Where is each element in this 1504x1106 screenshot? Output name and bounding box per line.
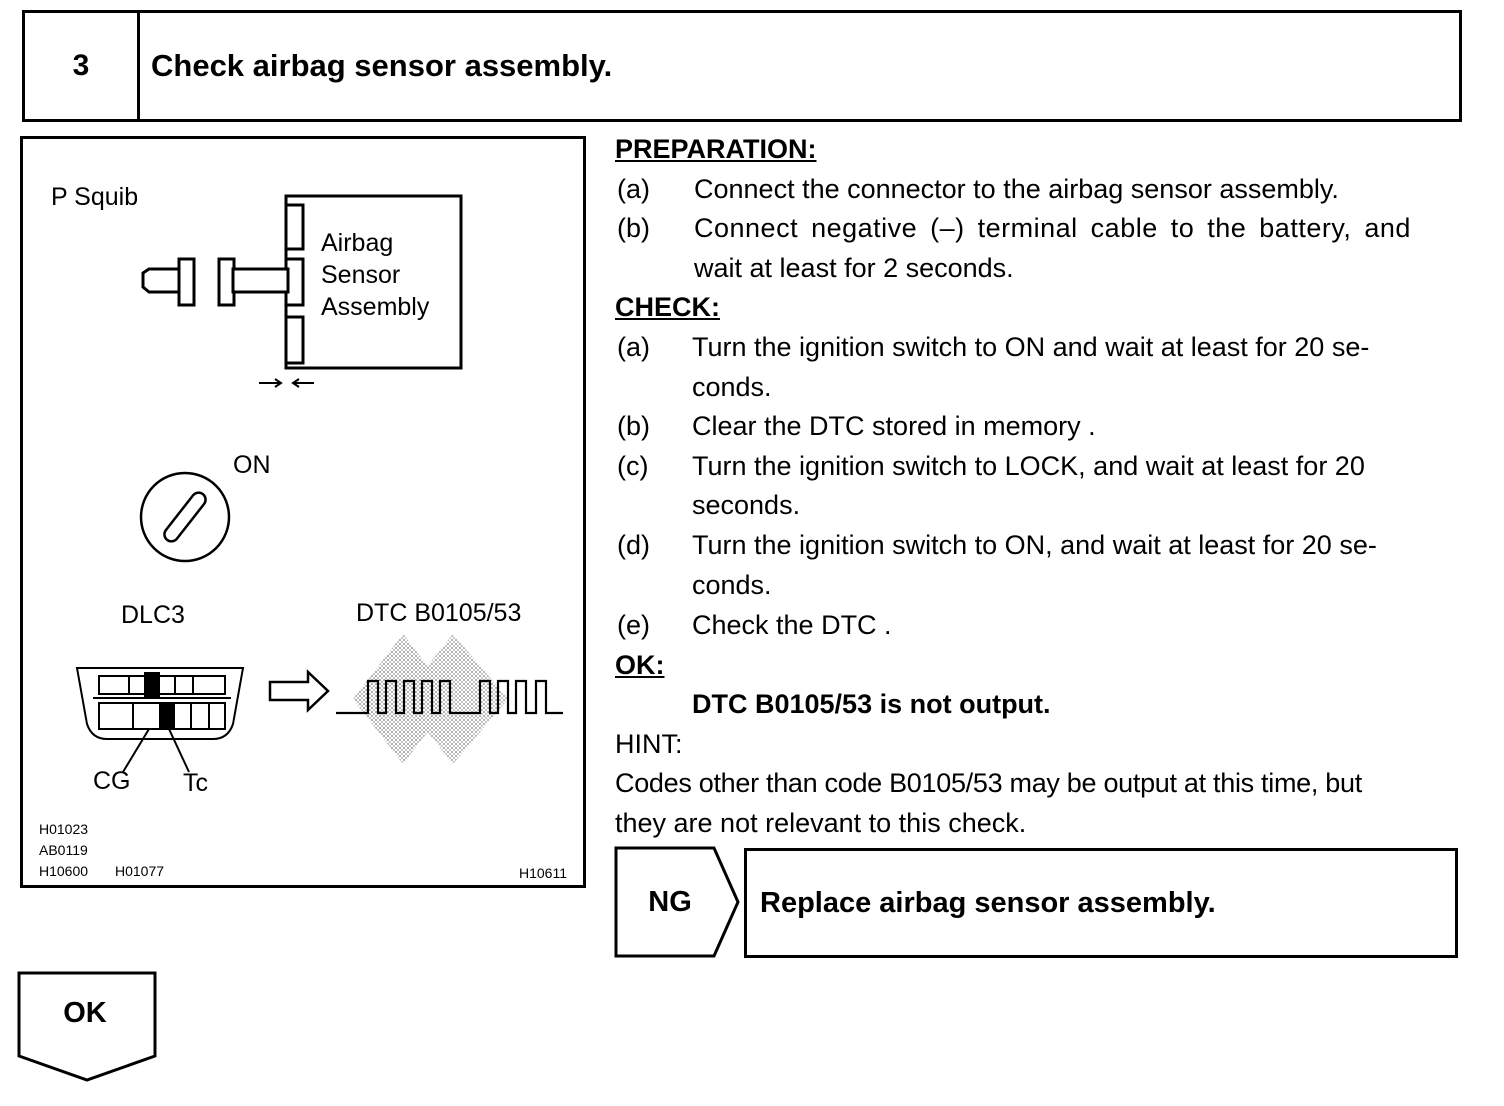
- check-item-b: Clear the DTC stored in memory .: [692, 411, 1096, 441]
- check-item-c-line2: seconds.: [692, 490, 801, 520]
- check-item-c-line1: Turn the ignition switch to LOCK, and wa…: [692, 451, 1365, 481]
- step-header: 3 Check airbag sensor assembly.: [22, 10, 1462, 122]
- figure-code: AB0119: [39, 842, 88, 858]
- check-item-e: Check the DTC .: [692, 610, 892, 640]
- diagram-drawing: [75, 194, 563, 773]
- gap-arrows: [259, 378, 314, 388]
- prep-item-b-line2: wait at least for 2 seconds.: [694, 253, 1014, 283]
- hint-line2: they are not relevant to this check.: [615, 808, 1027, 838]
- on-label: ON: [233, 451, 271, 479]
- check-marker-b: (b): [617, 411, 650, 441]
- cg-label: CG: [93, 767, 131, 795]
- sensor-label-line2: Sensor: [321, 261, 401, 289]
- dtc-waveform: [336, 634, 563, 764]
- check-marker-e: (e): [617, 610, 650, 640]
- step-title: Check airbag sensor assembly.: [151, 48, 613, 83]
- ok-arrow-shape: [17, 971, 157, 1082]
- step-number: 3: [25, 13, 140, 119]
- dlc3-connector-icon: [75, 667, 245, 773]
- dlc3-label: DLC3: [121, 601, 185, 629]
- check-marker-d: (d): [617, 530, 650, 560]
- prep-marker-b: (b): [617, 213, 650, 243]
- check-item-a-line1: Turn the ignition switch to ON and wait …: [692, 332, 1370, 362]
- figure-code: H01023: [39, 821, 89, 837]
- hollow-arrow-icon: [268, 669, 330, 713]
- figure-code: H10611: [519, 865, 568, 881]
- diagram-figure: P Squib Airbag Sensor Assembly ON DLC3 D…: [20, 136, 586, 888]
- preparation-heading: PREPARATION:: [615, 134, 817, 164]
- hint-label: HINT:: [615, 729, 683, 759]
- ng-arrow-shape: [614, 846, 740, 958]
- check-heading: CHECK:: [615, 292, 720, 322]
- check-item-d-line2: conds.: [692, 570, 772, 600]
- ok-result: DTC B0105/53 is not output.: [692, 689, 1051, 719]
- p-squib-label: P Squib: [51, 183, 139, 211]
- check-marker-c: (c): [617, 451, 649, 481]
- figure-code: H10600: [39, 863, 89, 879]
- prep-item-b-line1: Connect negative (–) terminal cable to t…: [694, 213, 1411, 243]
- check-item-a-line2: conds.: [692, 372, 772, 402]
- ignition-switch-icon: [139, 471, 231, 563]
- prep-item-a: Connect the connector to the airbag sens…: [694, 174, 1339, 204]
- tc-label: Tc: [183, 769, 208, 797]
- ok-branch-label: OK: [63, 996, 107, 1029]
- ng-action-text: Replace airbag sensor assembly.: [760, 886, 1216, 919]
- sensor-label-line3: Assembly: [321, 293, 430, 321]
- ng-action-box: Replace airbag sensor assembly.: [744, 848, 1458, 958]
- squib-connector: [141, 257, 290, 307]
- dtc-label: DTC B0105/53: [356, 599, 522, 627]
- figure-code: H01077: [115, 863, 165, 879]
- check-item-d-line1: Turn the ignition switch to ON, and wait…: [692, 530, 1377, 560]
- sensor-label-line1: Airbag: [321, 229, 394, 257]
- airbag-sensor-box: [284, 194, 463, 370]
- prep-marker-a: (a): [617, 174, 650, 204]
- ok-heading: OK:: [615, 650, 665, 680]
- hint-line1: Codes other than code B0105/53 may be ou…: [615, 768, 1362, 798]
- ng-label: NG: [648, 885, 692, 918]
- check-marker-a: (a): [617, 332, 650, 362]
